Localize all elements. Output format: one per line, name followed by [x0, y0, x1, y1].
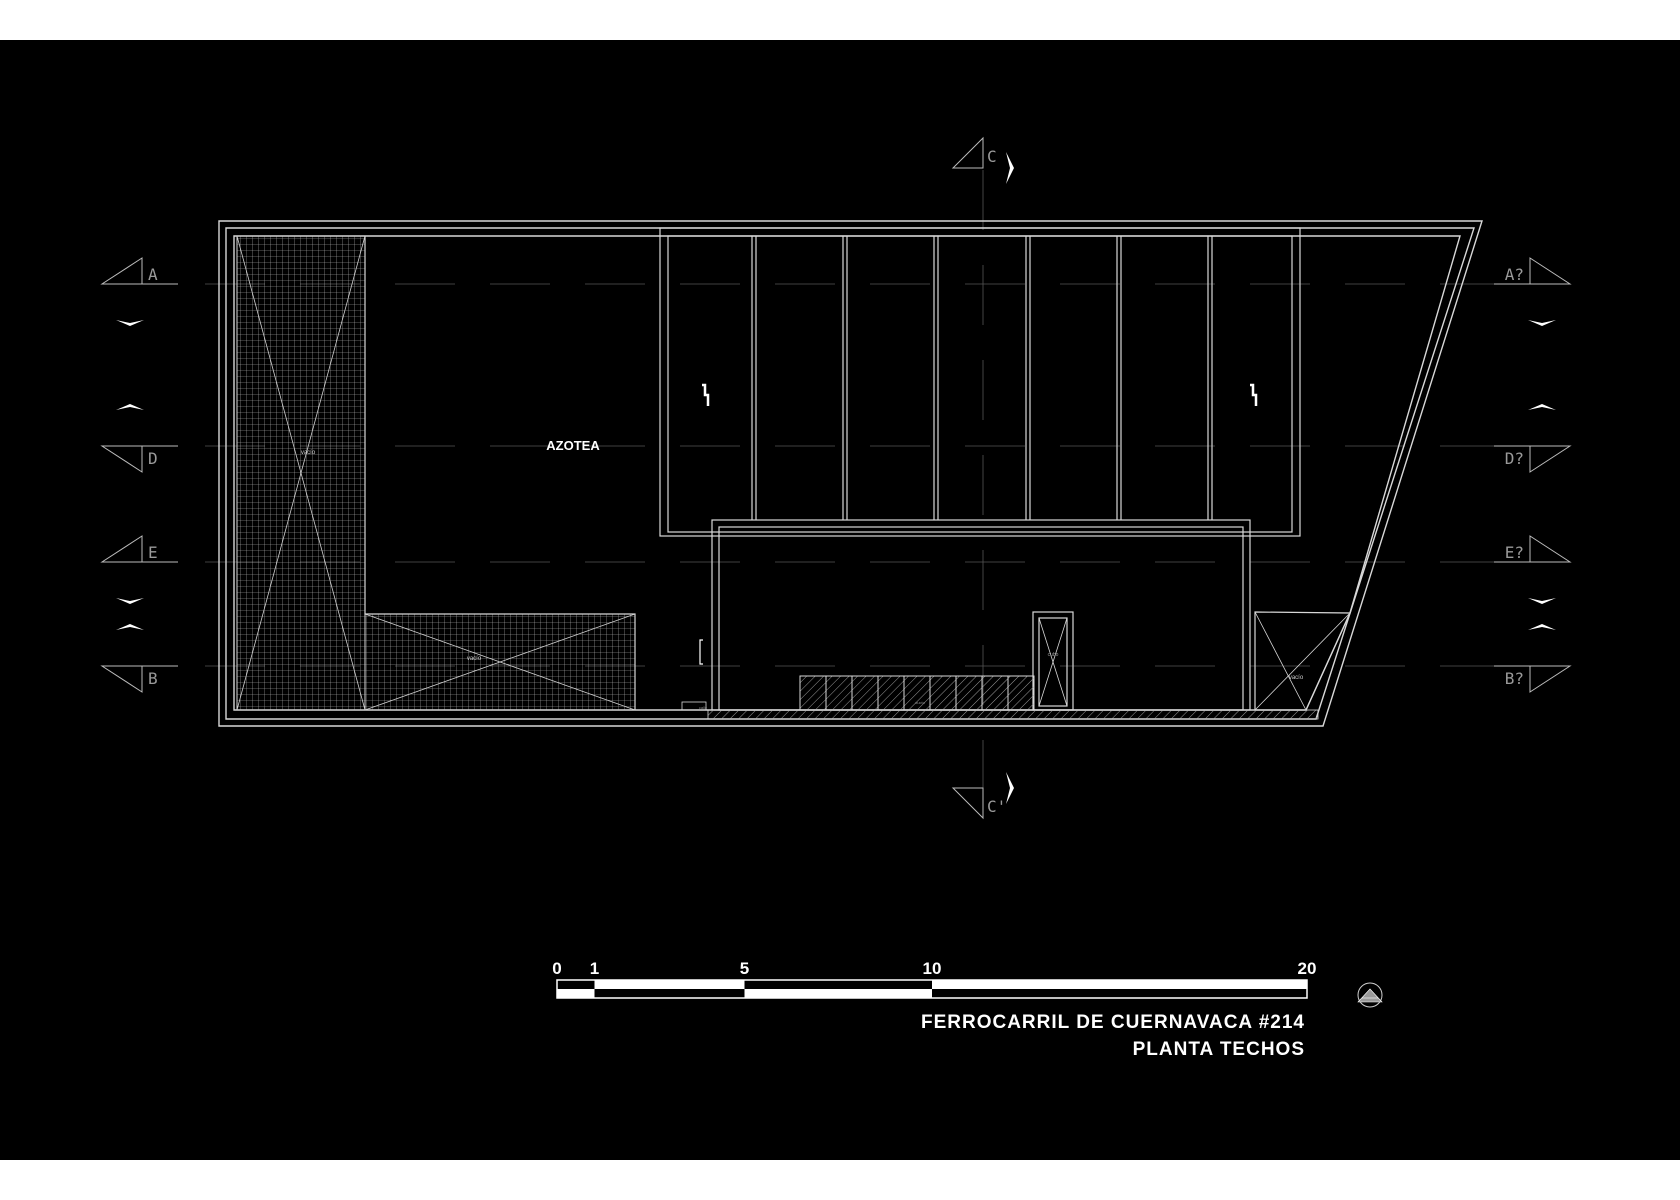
hatched-elements — [681, 675, 1319, 720]
section-marker-left-2: E — [100, 535, 178, 604]
scale-tick-label: 0 — [552, 959, 561, 978]
section-label-right-0: A? — [1505, 265, 1524, 284]
section-label-right-2: E? — [1505, 543, 1524, 562]
section-marker-left-3: B — [100, 624, 178, 693]
section-marker-bottom-label: C' — [987, 797, 1006, 816]
section-marker-left-1: D — [100, 404, 178, 473]
void-label-right: vacío — [1289, 675, 1304, 681]
section-label-left-0: A — [148, 265, 158, 284]
section-arrow-icon — [116, 320, 144, 326]
left-void — [236, 235, 636, 711]
azotea-label: AZOTEA — [546, 438, 600, 453]
section-marker-bottom: C' — [951, 772, 1014, 820]
section-label-right-3: B? — [1505, 669, 1524, 688]
section-marker-right-0: A? — [1494, 257, 1572, 326]
scale-bar-segment — [557, 989, 595, 998]
section-label-left-2: E — [148, 543, 158, 562]
scale-tick-label: 10 — [923, 959, 942, 978]
calle-label: calle — [699, 705, 708, 710]
section-label-right-1: D? — [1505, 449, 1524, 468]
project-title: FERROCARRIL DE CUERNAVACA #214 — [920, 1012, 1305, 1033]
scale-bar-segment — [594, 980, 745, 989]
section-marker-left-0: A — [100, 257, 178, 326]
section-arrow-icon — [116, 598, 144, 604]
storage-label: ducto — [915, 700, 926, 705]
scale-tick-label: 5 — [740, 959, 749, 978]
section-marker-top-label: C — [987, 147, 997, 166]
void-label-left: vacío — [301, 450, 316, 456]
section-arrow-icon — [1528, 404, 1556, 410]
section-marker-right-2: E? — [1494, 535, 1572, 604]
section-arrow-icon — [1528, 320, 1556, 326]
small-details — [699, 383, 1258, 665]
cubo-label: cubo — [1048, 652, 1059, 658]
scale-bar-segment — [744, 989, 932, 998]
section-arrow-icon — [1006, 772, 1014, 804]
section-marker-top: C — [951, 136, 1014, 184]
section-arrow-icon — [1528, 624, 1556, 630]
north-arrow-icon — [1357, 982, 1383, 1008]
section-arrow-icon — [116, 404, 144, 410]
section-arrow-icon — [1006, 152, 1014, 184]
roof-blocks — [364, 227, 1351, 711]
scale-bar: 0 1 5 10 20 — [552, 959, 1317, 999]
section-marker-right-1: D? — [1494, 404, 1572, 473]
section-label-left-3: B — [148, 669, 158, 688]
section-marker-right-3: B? — [1494, 624, 1572, 693]
section-arrow-icon — [1528, 598, 1556, 604]
scale-tick-label: 1 — [590, 959, 599, 978]
skylight-divisions — [751, 236, 1213, 520]
section-label-left-1: D — [148, 449, 158, 468]
sheet-title: PLANTA TECHOS — [1132, 1039, 1305, 1060]
scale-bar-segment — [932, 980, 1307, 989]
section-arrow-icon — [116, 624, 144, 630]
section-markers: A D E B A? D? E? B? C C' — [100, 136, 1572, 820]
void-label-bottom: vacío — [467, 656, 482, 662]
scale-tick-label: 20 — [1298, 959, 1317, 978]
